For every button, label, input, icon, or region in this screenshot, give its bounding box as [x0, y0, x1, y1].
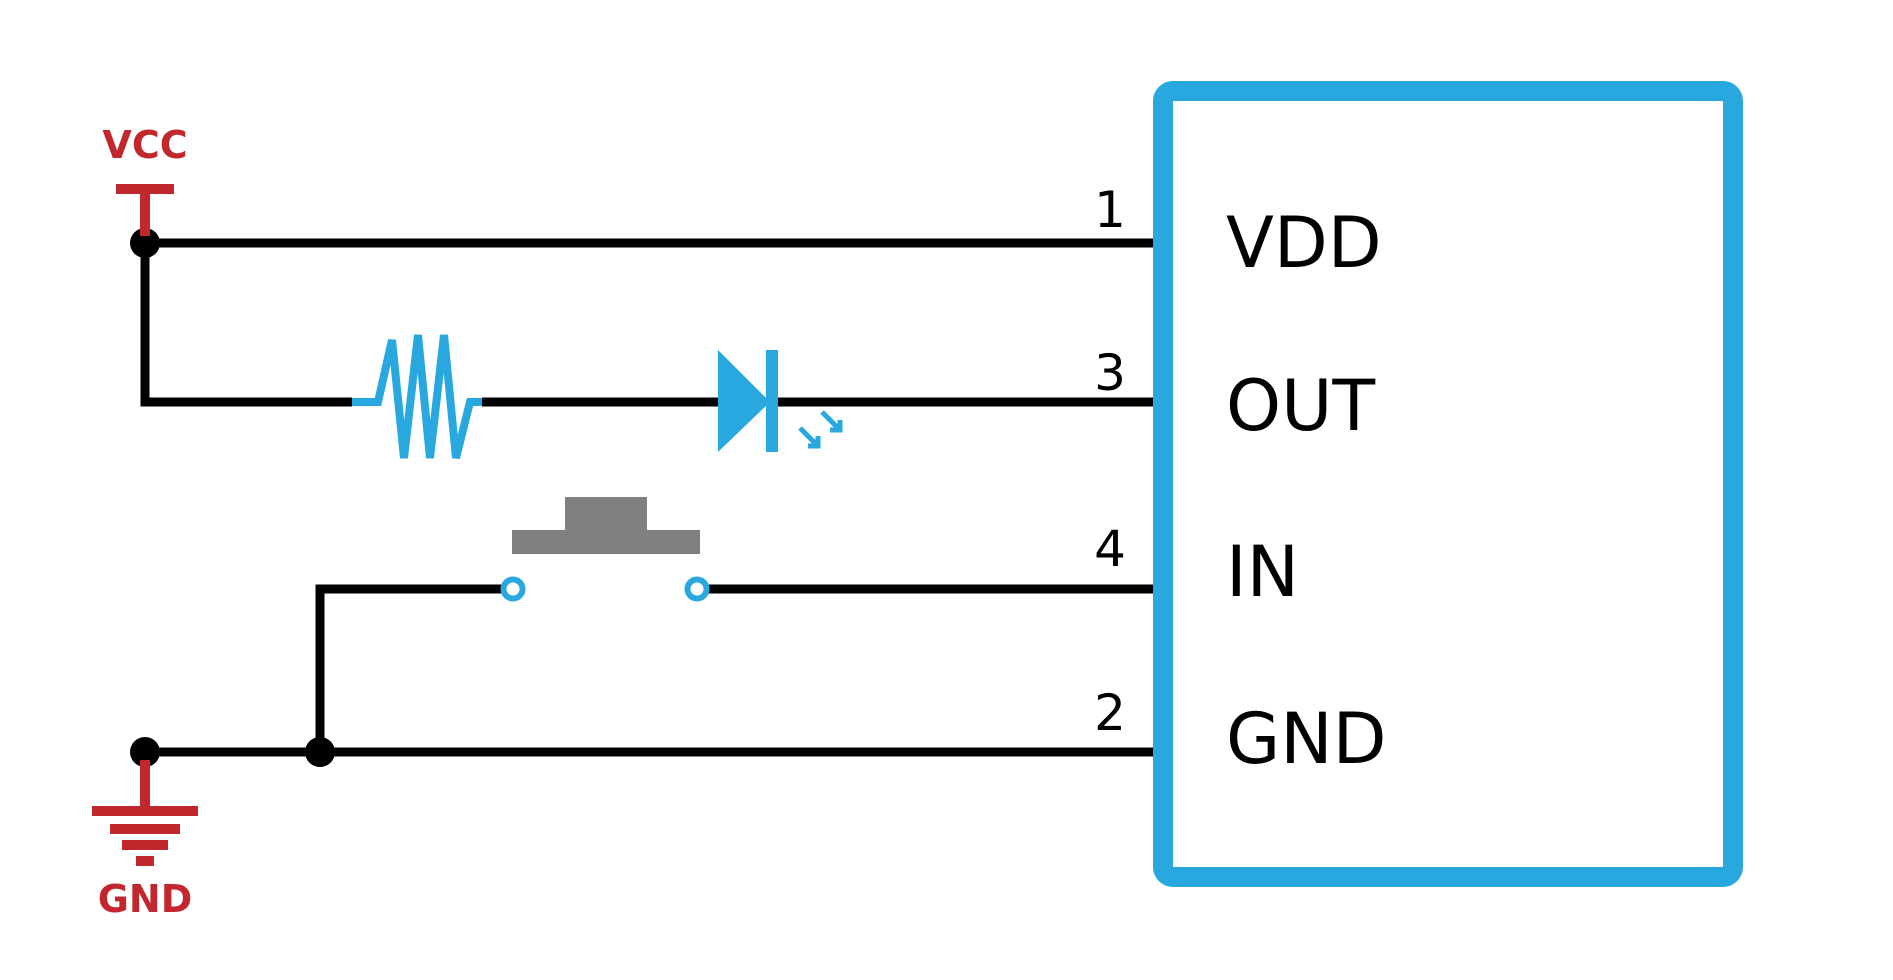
button-plunger: [565, 497, 647, 533]
pin-number-vdd: 1: [1094, 181, 1126, 239]
vcc-stem: [140, 184, 150, 236]
pin-name-vdd: VDD: [1226, 202, 1382, 284]
ground-stem: [140, 760, 150, 810]
pin-name-in: IN: [1226, 531, 1299, 613]
module: 1 VDD 3 OUT 4 IN 2 GND: [1094, 81, 1743, 887]
button-terminal-right: [684, 576, 710, 602]
module-outline: [1153, 81, 1743, 887]
junction-vcc: [130, 228, 160, 258]
vcc-symbol: VCC: [102, 123, 188, 236]
wire-button-to-gnd: [315, 584, 503, 752]
led-cathode-bar: [766, 350, 778, 452]
wires: [140, 238, 1153, 757]
led-triangle: [718, 350, 770, 452]
ground-bar-2: [110, 824, 180, 834]
ground-bar-1: [92, 806, 198, 816]
ground-bar-4: [136, 856, 154, 866]
ground-symbol: GND: [92, 760, 198, 921]
ground-bar-3: [122, 840, 168, 850]
resistor-icon: [352, 334, 482, 459]
led-icon: [718, 350, 843, 452]
vcc-label: VCC: [102, 123, 187, 167]
gnd-label: GND: [98, 877, 193, 921]
button-bar: [512, 530, 700, 554]
push-button-icon: [500, 497, 710, 602]
button-terminal-left: [500, 576, 526, 602]
pin-number-gnd: 2: [1094, 684, 1126, 742]
pin-name-gnd: GND: [1226, 698, 1387, 780]
junction-button-gnd: [305, 737, 335, 767]
led-arrows-icon: [798, 410, 843, 449]
pin-number-in: 4: [1094, 520, 1126, 578]
junction-gnd: [130, 737, 160, 767]
pin-number-out: 3: [1094, 344, 1126, 402]
wire-vcc-to-resistor: [140, 243, 352, 407]
pin-name-out: OUT: [1226, 365, 1375, 447]
